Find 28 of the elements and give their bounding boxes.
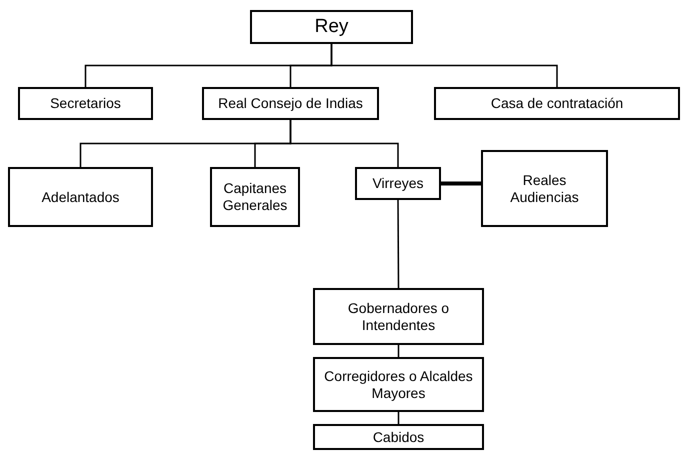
org-box: [434, 87, 680, 120]
box-label: Reales Audiencias: [509, 172, 580, 206]
box-label: Cabidos: [372, 428, 424, 446]
box-label: Rey: [314, 16, 348, 38]
connector-line: [397, 200, 400, 288]
box-label: Virreyes: [372, 175, 424, 192]
connector-line: [398, 345, 400, 357]
org-box: [202, 87, 379, 120]
connector-line: [290, 120, 399, 167]
connector-line: [330, 44, 558, 87]
box-label: Casa de contratación: [490, 95, 624, 112]
org-box: [313, 424, 484, 450]
box-label: Secretarios: [50, 95, 121, 112]
org-box: [18, 87, 153, 120]
org-box: [313, 357, 484, 412]
box-label: Corregidores o Alcaldes Mayores: [323, 368, 474, 402]
box-label: Gobernadores o Intendentes: [346, 300, 450, 334]
box-label: Real Consejo de Indias: [218, 95, 363, 112]
org-box: [481, 150, 608, 227]
org-box: [313, 288, 484, 345]
connector-line: [398, 412, 400, 424]
org-box: [8, 167, 153, 227]
org-box: [250, 10, 413, 44]
org-box: [355, 167, 441, 200]
box-label: Capitanes Generales: [222, 180, 288, 214]
org-box: [210, 167, 300, 227]
connector-line: [441, 182, 481, 186]
box-label: Adelantados: [42, 188, 120, 206]
